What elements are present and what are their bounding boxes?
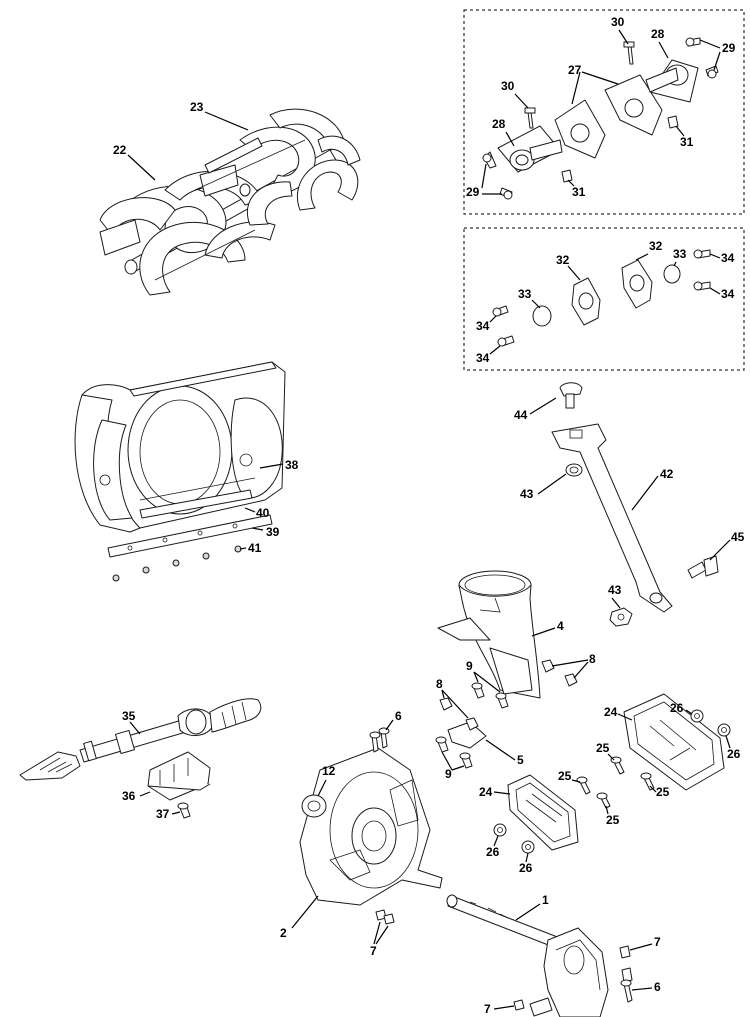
chute-adapter — [435, 570, 578, 769]
callout-25-b: 25 — [558, 769, 572, 783]
auger-housing — [74, 361, 286, 533]
callout-25-c: 25 — [656, 785, 670, 799]
callout-34-mid-left: 34 — [476, 319, 490, 333]
callout-44: 44 — [514, 408, 528, 422]
callout-31-right: 31 — [680, 135, 694, 149]
callout-7-bottom: 7 — [484, 1002, 491, 1016]
callout-43-upper: 43 — [520, 487, 534, 501]
callout-7-lower-left: 7 — [370, 944, 377, 958]
callout-9-top: 9 — [466, 659, 473, 673]
callout-7-right: 7 — [654, 935, 661, 949]
callout-27: 27 — [568, 63, 582, 77]
scraper-bar — [107, 489, 273, 558]
bearing-flange-parts — [482, 37, 719, 200]
bushing-parts — [492, 249, 711, 347]
callout-29-left: 29 — [466, 185, 480, 199]
callout-35: 35 — [122, 709, 136, 723]
callout-43-lower: 43 — [608, 583, 622, 597]
callout-26-upper-top: 26 — [670, 701, 684, 715]
chute-crank — [551, 382, 719, 627]
callout-25-a: 25 — [596, 741, 610, 755]
callout-32-left: 32 — [556, 253, 570, 267]
callout-26-lower-left: 26 — [486, 845, 500, 859]
callout-31-left: 31 — [572, 185, 586, 199]
bearing-flange-inset — [463, 9, 745, 215]
callout-2: 2 — [280, 926, 287, 940]
callout-41: 41 — [248, 541, 262, 555]
callout-45: 45 — [731, 530, 745, 544]
callout-39: 39 — [266, 525, 280, 539]
callout-22: 22 — [113, 143, 127, 157]
callout-4: 4 — [557, 619, 564, 633]
callout-26-lower-right: 26 — [519, 861, 533, 875]
callout-30-left: 30 — [501, 79, 515, 93]
drive-shaft — [19, 698, 262, 781]
callout-33-right: 33 — [673, 247, 687, 261]
callout-26-upper-right: 26 — [727, 747, 741, 761]
gearbox-shaft — [446, 894, 633, 1017]
scraper-nuts — [112, 545, 242, 582]
gearbox-cover-lower — [493, 774, 579, 854]
callout-28-left: 28 — [492, 117, 506, 131]
callout-23: 23 — [190, 100, 204, 114]
auger-assembly — [99, 108, 361, 296]
callout-25-d: 25 — [606, 813, 620, 827]
callout-1: 1 — [542, 893, 549, 907]
callout-34-bottom-left: 34 — [476, 351, 490, 365]
callout-33-left: 33 — [518, 287, 532, 301]
callout-6-top: 6 — [395, 709, 402, 723]
callout-8-left: 8 — [436, 677, 443, 691]
callout-24-lower: 24 — [479, 785, 493, 799]
callout-42: 42 — [660, 467, 674, 481]
callout-24-upper: 24 — [604, 705, 618, 719]
callout-30-top: 30 — [611, 15, 625, 29]
bushing-inset — [463, 227, 745, 371]
callout-38: 38 — [285, 458, 299, 472]
callout-5: 5 — [517, 753, 524, 767]
callout-6-right: 6 — [654, 980, 661, 994]
callout-34-top-right: 34 — [721, 251, 735, 265]
callout-9-bottom: 9 — [445, 767, 452, 781]
callout-28-top: 28 — [651, 27, 665, 41]
callout-36: 36 — [122, 789, 136, 803]
shift-bracket — [147, 751, 211, 819]
callout-8-right: 8 — [589, 652, 596, 666]
cover-bolts — [576, 756, 655, 809]
callout-37: 37 — [156, 807, 170, 821]
impeller-housing — [299, 727, 443, 925]
callout-34-bottom-right: 34 — [721, 287, 735, 301]
gearbox-cover-upper — [623, 693, 731, 791]
callout-40: 40 — [256, 506, 270, 520]
callout-32-right: 32 — [649, 239, 663, 253]
callout-12: 12 — [322, 764, 336, 778]
callout-29-top: 29 — [722, 41, 736, 55]
